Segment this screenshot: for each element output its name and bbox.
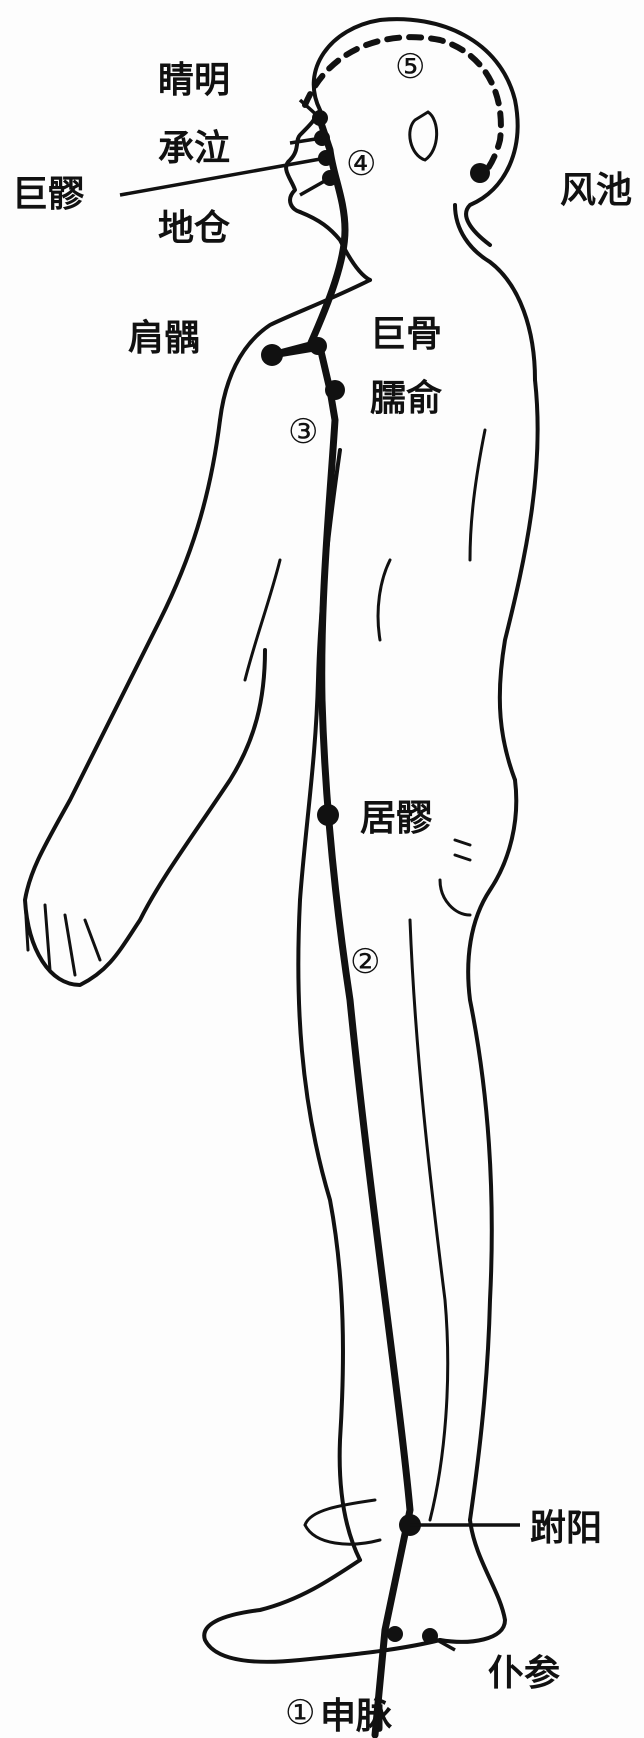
label-shenmai: 申脉 [320,1698,392,1734]
segment-2: ② [350,945,380,979]
label-juliao-face: 巨髎 [12,176,84,212]
label-jugu: 巨骨 [370,316,442,352]
label-naoshu: 臑俞 [370,380,442,416]
segment-5: ⑤ [395,50,425,84]
label-juliao-hip: 居髎 [360,800,432,836]
label-fengchi: 风池 [560,172,632,208]
label-jingming: 睛明 [158,62,230,98]
label-chengqi: 承泣 [158,130,230,166]
label-fuyang: 跗阳 [530,1510,602,1546]
label-dicang: 地仓 [158,210,230,246]
segment-4: ④ [346,147,376,181]
label-pucan: 仆参 [488,1655,560,1691]
label-jianyu: 肩髃 [128,320,200,356]
segment-1: ① [285,1696,315,1730]
segment-3: ③ [288,415,318,449]
